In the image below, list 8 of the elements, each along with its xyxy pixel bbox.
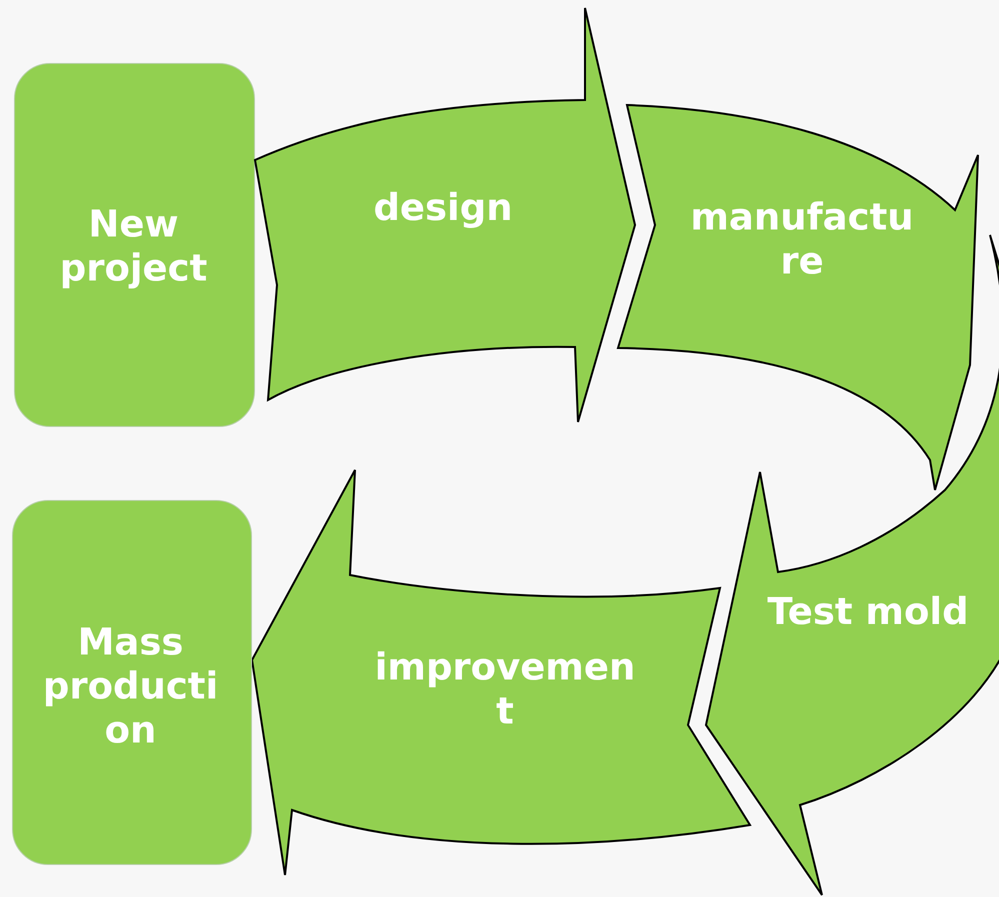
process-box	[12, 500, 252, 865]
step-label: Test mold	[767, 590, 969, 634]
step-label: manufactu re	[690, 196, 914, 284]
step-label: New project	[60, 202, 208, 291]
process-box	[14, 63, 255, 427]
step-label: improvemen t	[374, 646, 636, 734]
step-label: design	[373, 186, 513, 230]
step-label: Mass producti on	[42, 620, 218, 754]
